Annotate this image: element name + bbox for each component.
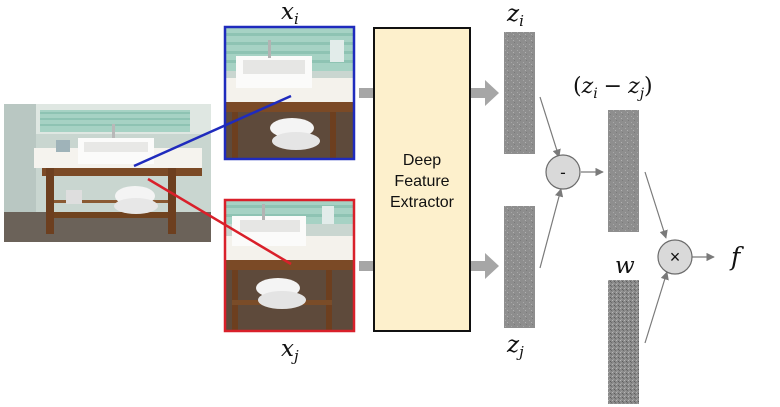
label-difference: (zi−zj)	[573, 74, 653, 102]
extractor-label-line2: Feature	[394, 173, 449, 190]
difference-vector	[608, 110, 639, 232]
arrow-extractor-to-zi	[470, 80, 499, 106]
feature-vector-zi	[504, 32, 535, 154]
connector-xi	[133, 94, 292, 168]
feature-vector-zj	[504, 206, 535, 328]
label-xj: xj	[281, 336, 299, 365]
multiply-symbol: ×	[670, 247, 681, 267]
label-f: f	[729, 242, 744, 271]
arrow-diff-to-multiply	[644, 171, 668, 239]
connector-xj	[147, 177, 292, 266]
deep-feature-extractor: Deep Feature Extractor	[373, 27, 471, 332]
subtract-symbol: -	[560, 163, 566, 182]
extractor-label-line3: Extractor	[390, 194, 455, 211]
multiply-operator: ×	[657, 239, 693, 275]
label-w: w	[615, 253, 635, 279]
arrow-zj-to-subtract	[539, 188, 564, 269]
arrow-w-to-multiply	[644, 271, 669, 344]
arrow-zi-to-subtract	[539, 96, 561, 158]
arrow-extractor-to-zj	[470, 253, 499, 279]
label-zi: zi	[506, 1, 524, 30]
weight-vector-w	[608, 280, 639, 404]
subtract-operator: -	[545, 154, 581, 190]
source-image	[4, 104, 211, 242]
crop-xi	[223, 25, 356, 161]
crop-xj	[223, 198, 356, 333]
extractor-label-line1: Deep	[403, 152, 441, 169]
label-xi: xi	[281, 0, 299, 28]
label-zj: zj	[506, 332, 524, 361]
